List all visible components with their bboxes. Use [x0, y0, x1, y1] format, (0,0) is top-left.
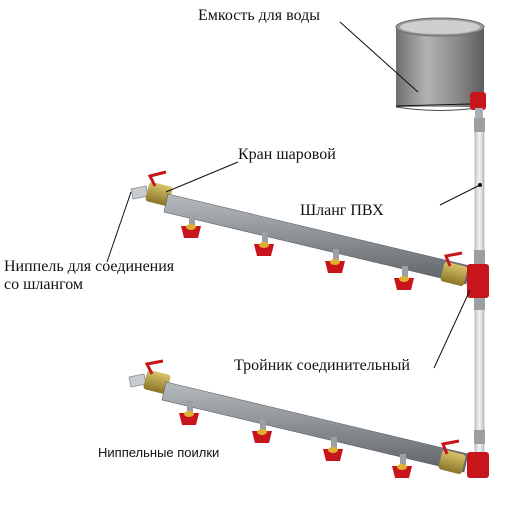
ball-valve-lower	[143, 370, 171, 394]
nipple-drinker	[252, 419, 272, 443]
leader-tank-outlet	[395, 103, 471, 107]
leader-nipple-connector	[106, 191, 132, 263]
label-tee-connector: Тройник соединительный	[234, 357, 410, 374]
label-water-tank: Емкость для воды	[198, 7, 321, 24]
label-nipple-connector-line2: со шлангом	[4, 276, 84, 294]
tank-outlet-fitting	[470, 92, 486, 110]
leader-valve	[165, 161, 239, 193]
nipple-drinker	[394, 266, 414, 290]
nipple-drinker	[181, 214, 201, 238]
label-nipple-connector: Ниппель для соединения со шлангом	[4, 258, 174, 295]
nipple-drinker	[254, 232, 274, 256]
label-pvc-hose: Шланг ПВХ	[300, 202, 384, 219]
leader-tee	[433, 289, 471, 369]
tee-connector-upper	[467, 264, 489, 298]
leader-hose	[439, 184, 481, 206]
upper-drinking-line	[130, 170, 489, 298]
leader-lines	[106, 21, 481, 369]
label-nipple-drinkers: Ниппельные поилки	[98, 445, 220, 460]
label-ball-valve: Кран шаровой	[238, 146, 336, 163]
water-tank	[395, 17, 486, 120]
lower-drinking-line	[128, 359, 489, 478]
nipple-drinker	[325, 249, 345, 273]
nipple-drinker	[179, 401, 199, 425]
label-nipple-connector-line1: Ниппель для соединения	[4, 258, 175, 275]
elbow-connector-lower	[467, 452, 489, 478]
leader-tank	[339, 21, 419, 93]
ball-valve-upper	[145, 182, 173, 206]
nipple-drinker	[323, 437, 343, 461]
hose-nipple-connector	[130, 185, 149, 200]
nipple-drinker	[392, 454, 412, 478]
